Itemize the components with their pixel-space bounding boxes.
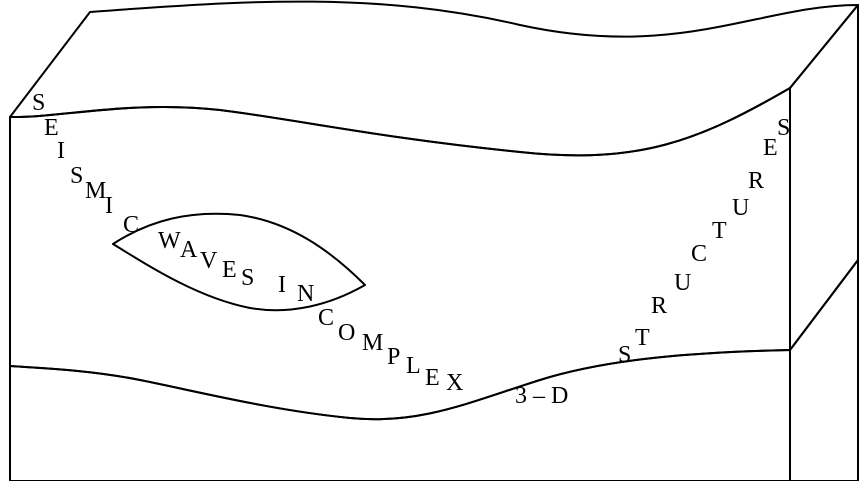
letter-w6-4: C bbox=[691, 241, 707, 267]
letter-w2-4: S bbox=[241, 265, 254, 291]
block-bottom-layer bbox=[9, 349, 791, 481]
letter-w6-0: S bbox=[618, 342, 631, 368]
letter-w2-3: E bbox=[222, 257, 237, 283]
letter-w3-1: N bbox=[297, 281, 314, 307]
letter-w1-6: C bbox=[123, 212, 139, 238]
letter-w4-1: O bbox=[338, 320, 355, 346]
letter-w1-5: I bbox=[105, 193, 113, 219]
lens-body bbox=[112, 212, 366, 312]
letter-w4-5: E bbox=[425, 365, 440, 391]
letter-w2-1: A bbox=[180, 237, 198, 263]
letter-w6-7: R bbox=[748, 168, 764, 194]
letter-w1-2: I bbox=[57, 138, 65, 164]
letter-w6-9: S bbox=[777, 115, 790, 141]
letter-w4-6: X bbox=[446, 370, 463, 396]
letter-w4-4: L bbox=[406, 353, 421, 379]
letter-w4-3: P bbox=[387, 344, 400, 370]
letter-w6-6: U bbox=[732, 195, 749, 221]
letter-w5-0: 3 – D bbox=[515, 383, 568, 409]
letter-w6-5: T bbox=[712, 218, 727, 244]
letter-w1-3: S bbox=[70, 163, 83, 189]
letter-w3-0: I bbox=[278, 272, 286, 298]
letter-w1-0: S bbox=[32, 90, 45, 116]
letter-w1-4: M bbox=[85, 178, 106, 204]
letter-w6-8: E bbox=[763, 135, 778, 161]
letter-w2-2: V bbox=[200, 248, 218, 274]
letter-w1-1: E bbox=[44, 115, 59, 141]
letter-w6-2: R bbox=[651, 293, 667, 319]
letter-w4-2: M bbox=[362, 330, 383, 356]
block-right-upper bbox=[789, 4, 859, 351]
block-top-surface bbox=[9, 0, 859, 157]
letter-w6-3: U bbox=[674, 270, 691, 296]
letter-w4-0: C bbox=[318, 305, 334, 331]
letter-w2-0: W bbox=[158, 228, 181, 254]
letter-w6-1: T bbox=[635, 325, 650, 351]
block-right-lower bbox=[789, 259, 859, 481]
